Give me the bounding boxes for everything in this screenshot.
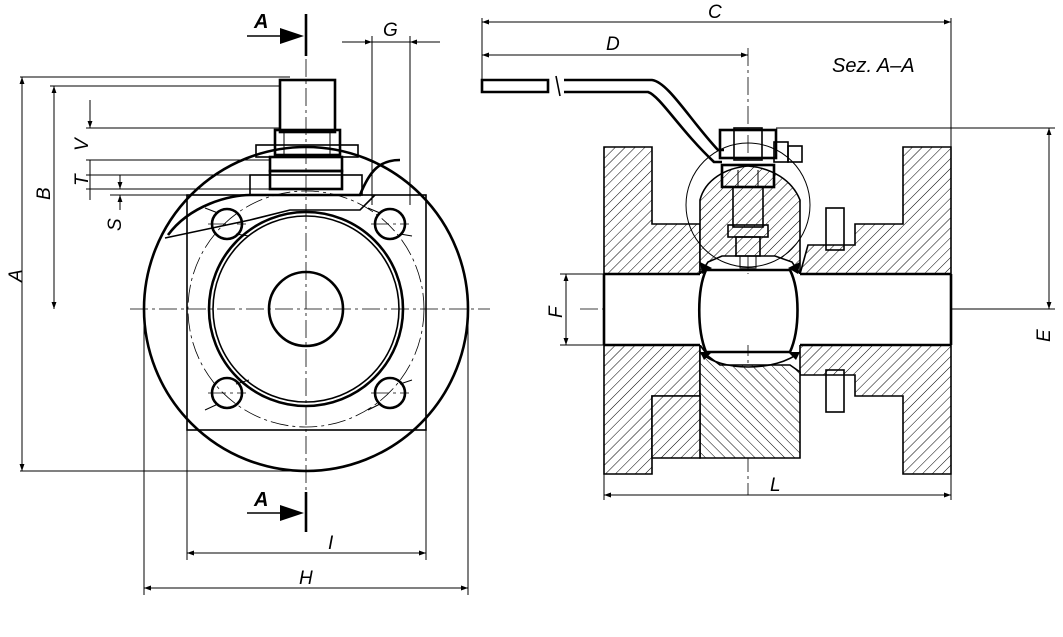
bolt-holes	[204, 207, 413, 411]
bolt-bottom	[825, 369, 845, 413]
dim-S-label: S	[105, 218, 126, 231]
dim-E-label: E	[1034, 329, 1055, 342]
right-flange-section	[798, 146, 952, 275]
body-top-section	[699, 165, 801, 277]
stem-assembly-section	[685, 127, 811, 269]
dim-H-label: H	[299, 568, 313, 589]
body-face-circle	[207, 210, 405, 408]
section-label-top: A	[253, 11, 268, 33]
dim-D: D	[482, 34, 748, 58]
handle-lever	[480, 75, 724, 164]
section-view: C D E F L Sez. A–A	[480, 2, 1055, 500]
dim-H: H	[143, 309, 469, 595]
dim-G: G	[342, 20, 440, 205]
dim-G-label: G	[383, 20, 398, 41]
flange-square	[186, 194, 427, 431]
section-title: Sez. A–A	[832, 55, 915, 77]
dim-B: B	[34, 85, 280, 309]
dim-E: E	[776, 127, 1055, 342]
dim-F: F	[546, 273, 604, 346]
section-arrow-bottom: A	[247, 489, 308, 532]
dim-C-label: C	[708, 2, 722, 23]
section-arrow-top: A	[247, 11, 308, 56]
dim-I: I	[186, 430, 427, 560]
dim-A-label: A	[6, 269, 27, 283]
dim-L: L	[603, 474, 952, 500]
left-flange-section	[603, 146, 701, 275]
section-label-bottom: A	[253, 489, 268, 511]
bore-circle	[267, 270, 345, 348]
dim-F-label: F	[546, 305, 567, 318]
bolt-top	[825, 207, 845, 251]
dim-I-label: I	[328, 533, 334, 554]
dim-B-label: B	[34, 187, 55, 200]
dim-A: A	[6, 76, 306, 472]
dim-T-label: T	[72, 173, 93, 186]
dim-V-label: V	[72, 136, 93, 151]
stem-assembly-front	[249, 78, 363, 196]
body-bottom-section	[699, 342, 801, 459]
bolt-circle	[187, 190, 425, 428]
dim-D-label: D	[606, 34, 620, 55]
dim-C: C	[481, 2, 952, 147]
dim-L-label: L	[770, 475, 781, 496]
dim-VTS: V T S	[72, 100, 280, 231]
front-view: A A A B	[6, 11, 490, 595]
